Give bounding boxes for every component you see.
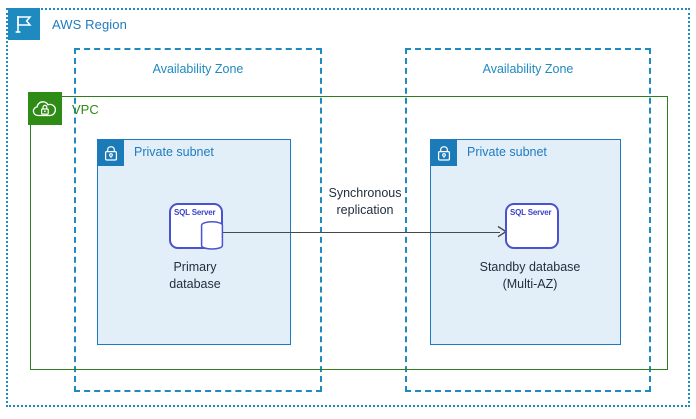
availability-zone-right-label: Availability Zone [482, 62, 574, 76]
replication-label: Synchronous replication [313, 185, 417, 219]
replication-label-line2: replication [336, 203, 394, 217]
sql-server-icon-label: SQL Server [510, 208, 552, 217]
vpc-boundary [30, 96, 668, 370]
vpc-label: VPC [72, 102, 99, 117]
lock-icon [431, 140, 457, 166]
sql-server-icon-label: SQL Server [174, 208, 216, 217]
database-cylinder-icon [200, 221, 226, 256]
private-subnet-right-label: Private subnet [467, 145, 547, 159]
availability-zone-left-label: Availability Zone [152, 62, 244, 76]
primary-database-caption-line2: database [169, 277, 221, 291]
standby-database-caption-line1: Standby database [479, 260, 581, 274]
standby-database-node: SQL Server [505, 203, 561, 251]
aws-region-label: AWS Region [52, 17, 127, 32]
primary-database-node: SQL Server [169, 203, 225, 251]
standby-database-caption: Standby database (Multi-AZ) [455, 259, 605, 293]
replication-label-line1: Synchronous [328, 186, 402, 200]
aws-region-boundary [6, 8, 690, 407]
availability-zone-left-boundary [74, 48, 322, 392]
sql-server-icon [505, 203, 559, 249]
private-subnet-left: Private subnet [97, 139, 291, 345]
private-subnet-left-label: Private subnet [134, 145, 214, 159]
vpc-cloud-lock-icon [28, 92, 62, 125]
replication-arrow-line [220, 231, 500, 233]
standby-database-caption-line2: (Multi-AZ) [502, 277, 558, 291]
primary-database-caption-line1: Primary [173, 260, 217, 274]
primary-database-caption: Primary database [130, 259, 260, 293]
availability-zone-right-boundary [405, 48, 651, 392]
lock-icon [98, 140, 124, 166]
aws-region-flag-icon [8, 8, 40, 40]
